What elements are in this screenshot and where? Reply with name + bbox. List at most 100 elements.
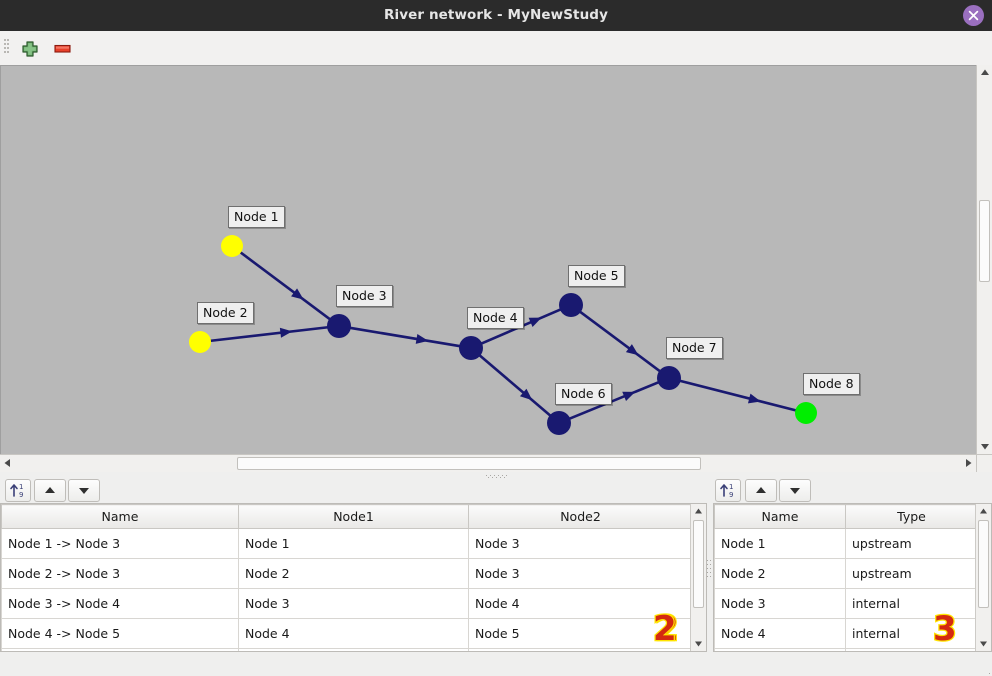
- remove-node-icon[interactable]: [50, 36, 76, 60]
- nodes-table-scroll-thumb[interactable]: [978, 520, 989, 608]
- canvas-horizontal-scrollbar[interactable]: [0, 454, 976, 472]
- graph-node-label[interactable]: Node 8: [803, 373, 860, 395]
- links-column-header[interactable]: Name: [1, 504, 239, 529]
- graph-node-label[interactable]: Node 2: [197, 302, 254, 324]
- graph-edge[interactable]: [478, 354, 552, 417]
- nodes-table-cell[interactable]: internal: [845, 588, 978, 619]
- graph-node[interactable]: [459, 336, 483, 360]
- graph-node[interactable]: [189, 331, 211, 353]
- scroll-left-icon[interactable]: [0, 455, 15, 471]
- graph-node-label[interactable]: Node 1: [228, 206, 285, 228]
- table-cell-empty: [468, 648, 693, 651]
- scroll-up-icon[interactable]: [976, 504, 991, 519]
- nodes-table-cell[interactable]: Node 3: [714, 588, 846, 619]
- nodes-table-cell[interactable]: internal: [845, 618, 978, 649]
- nodes-table-cell[interactable]: Node 1: [714, 528, 846, 559]
- table-cell-empty: [238, 648, 469, 651]
- links-table-cell[interactable]: Node 3: [238, 588, 469, 619]
- nodes-column-header[interactable]: Type: [845, 504, 978, 529]
- edge-arrow-icon: [291, 288, 304, 300]
- move-up-button[interactable]: [34, 479, 66, 502]
- nodes-column-header[interactable]: Name: [714, 504, 846, 529]
- graph-edge[interactable]: [579, 310, 661, 373]
- scroll-up-icon[interactable]: [977, 65, 992, 80]
- graph-edge[interactable]: [679, 379, 797, 412]
- network-canvas[interactable]: Node 1 Node 2 Node 3 Node 4 Node 5 Node 6 Node…: [0, 65, 992, 509]
- nodes-table-cell[interactable]: upstream: [845, 558, 978, 589]
- links-table-cell[interactable]: Node 1 -> Node 3: [1, 528, 239, 559]
- nodes-table-cell[interactable]: Node 2: [714, 558, 846, 589]
- links-table-cell[interactable]: Node 1: [238, 528, 469, 559]
- graph-edge[interactable]: [349, 326, 461, 348]
- sort-icon[interactable]: 1 9: [715, 479, 741, 502]
- graph-node[interactable]: [559, 293, 583, 317]
- move-up-button[interactable]: [745, 479, 777, 502]
- links-table-cell[interactable]: Node 2 -> Node 3: [1, 558, 239, 589]
- move-down-button[interactable]: [779, 479, 811, 502]
- canvas-horizontal-scroll-thumb[interactable]: [237, 457, 701, 470]
- graph-edge[interactable]: [239, 250, 331, 321]
- links-column-header[interactable]: Node2: [468, 504, 693, 529]
- graph-node[interactable]: [657, 366, 681, 390]
- graph-node[interactable]: [327, 314, 351, 338]
- links-table-cell[interactable]: Node 3 -> Node 4: [1, 588, 239, 619]
- table-row-empty[interactable]: [714, 648, 978, 651]
- links-table-cell[interactable]: Node 3: [468, 558, 693, 589]
- scroll-right-icon[interactable]: [961, 455, 976, 471]
- scroll-down-icon[interactable]: [691, 636, 706, 651]
- table-row-empty[interactable]: [1, 648, 693, 651]
- canvas-vertical-scrollbar[interactable]: [976, 65, 992, 454]
- graph-node-label[interactable]: Node 7: [666, 337, 723, 359]
- move-down-button[interactable]: [68, 479, 100, 502]
- graph-node-label[interactable]: Node 5: [568, 265, 625, 287]
- scroll-down-icon[interactable]: [976, 636, 991, 651]
- canvas-vertical-scroll-thumb[interactable]: [979, 200, 990, 282]
- graph-node[interactable]: [547, 411, 571, 435]
- title-bar: River network - MyNewStudy: [0, 0, 992, 32]
- graph-node-label[interactable]: Node 6: [555, 383, 612, 405]
- links-table-scroll-thumb[interactable]: [693, 520, 704, 608]
- edge-arrow-icon: [279, 327, 293, 338]
- nodes-table-scrollbar[interactable]: [975, 504, 991, 651]
- links-table-cell[interactable]: Node 2: [238, 558, 469, 589]
- links-table-cell[interactable]: Node 5: [468, 618, 693, 649]
- nodes-table-cell[interactable]: upstream: [845, 528, 978, 559]
- graph-node-label[interactable]: Node 4: [467, 307, 524, 329]
- links-table-cell[interactable]: Node 4: [468, 588, 693, 619]
- graph-edge[interactable]: [568, 380, 660, 421]
- close-icon[interactable]: [963, 5, 984, 26]
- network-graph[interactable]: [1, 66, 976, 454]
- add-node-icon[interactable]: [18, 36, 44, 60]
- links-table-cell[interactable]: Node 3: [468, 528, 693, 559]
- toolbar-grip[interactable]: [4, 39, 9, 57]
- links-column-header[interactable]: Node1: [238, 504, 469, 529]
- scroll-down-icon[interactable]: [977, 439, 992, 454]
- edge-arrow-icon: [622, 391, 636, 401]
- scroll-up-icon[interactable]: [691, 504, 706, 519]
- graph-node[interactable]: [795, 402, 817, 424]
- horizontal-splitter[interactable]: [0, 472, 992, 479]
- svg-text:1: 1: [19, 483, 23, 491]
- graph-node-label[interactable]: Node 3: [336, 285, 393, 307]
- graph-edge[interactable]: [209, 325, 329, 343]
- edge-arrow-icon: [528, 317, 542, 327]
- links-table-cell[interactable]: Node 4 -> Node 5: [1, 618, 239, 649]
- links-table-scrollbar[interactable]: [690, 504, 706, 651]
- main-toolbar: [0, 31, 992, 66]
- graph-node[interactable]: [221, 235, 243, 257]
- nodes-table-cell[interactable]: Node 4: [714, 618, 846, 649]
- sort-icon[interactable]: 1 9: [5, 479, 31, 502]
- links-table-cell[interactable]: Node 4: [238, 618, 469, 649]
